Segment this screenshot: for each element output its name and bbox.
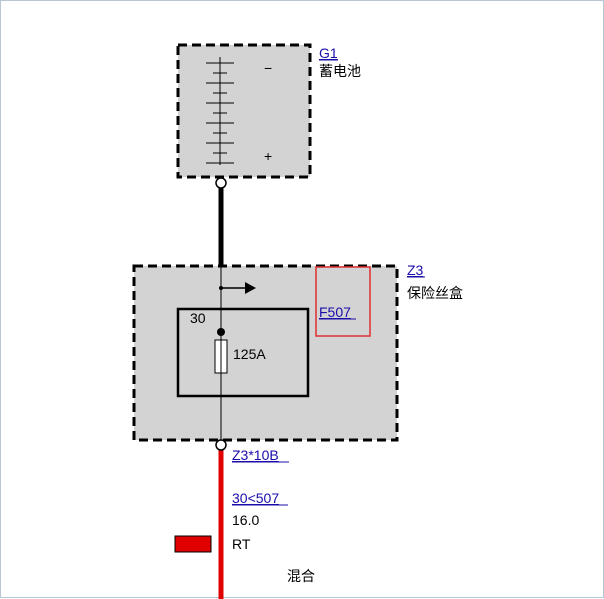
wire-circuit-link[interactable]: 30<507 bbox=[232, 490, 279, 506]
fuse-highlight-box bbox=[315, 266, 371, 337]
battery-minus-symbol: − bbox=[264, 60, 272, 76]
fuse-module-box bbox=[176, 307, 310, 398]
battery-box bbox=[176, 43, 312, 179]
fuse-ref-link[interactable]: F507 bbox=[319, 304, 351, 320]
wire-gauge: 16.0 bbox=[232, 512, 259, 528]
wire-color-swatch bbox=[174, 535, 212, 553]
battery-component: − + bbox=[176, 43, 312, 179]
arrow-right-icon bbox=[245, 282, 256, 294]
battery-cells bbox=[206, 57, 234, 165]
battery-plus-symbol: + bbox=[264, 148, 272, 164]
battery-name: 蓄电池 bbox=[319, 63, 361, 79]
wire-color-code: RT bbox=[232, 536, 251, 552]
connector-ref-link[interactable]: Z3*10B bbox=[232, 447, 279, 463]
fusebox-name: 保险丝盒 bbox=[407, 285, 463, 301]
battery-ref-link[interactable]: G1 bbox=[319, 45, 338, 61]
fuse-rating: 125A bbox=[233, 346, 266, 362]
connector-node[interactable] bbox=[215, 439, 227, 451]
fusebox-component: 30 125A bbox=[132, 264, 399, 443]
battery-terminal-node[interactable] bbox=[215, 177, 227, 189]
fuse-junction-dot bbox=[217, 328, 225, 336]
wire-note: 混合 bbox=[287, 568, 315, 584]
fusebox-ref-link[interactable]: Z3 bbox=[407, 262, 424, 278]
fuse-terminal-label: 30 bbox=[190, 310, 206, 326]
